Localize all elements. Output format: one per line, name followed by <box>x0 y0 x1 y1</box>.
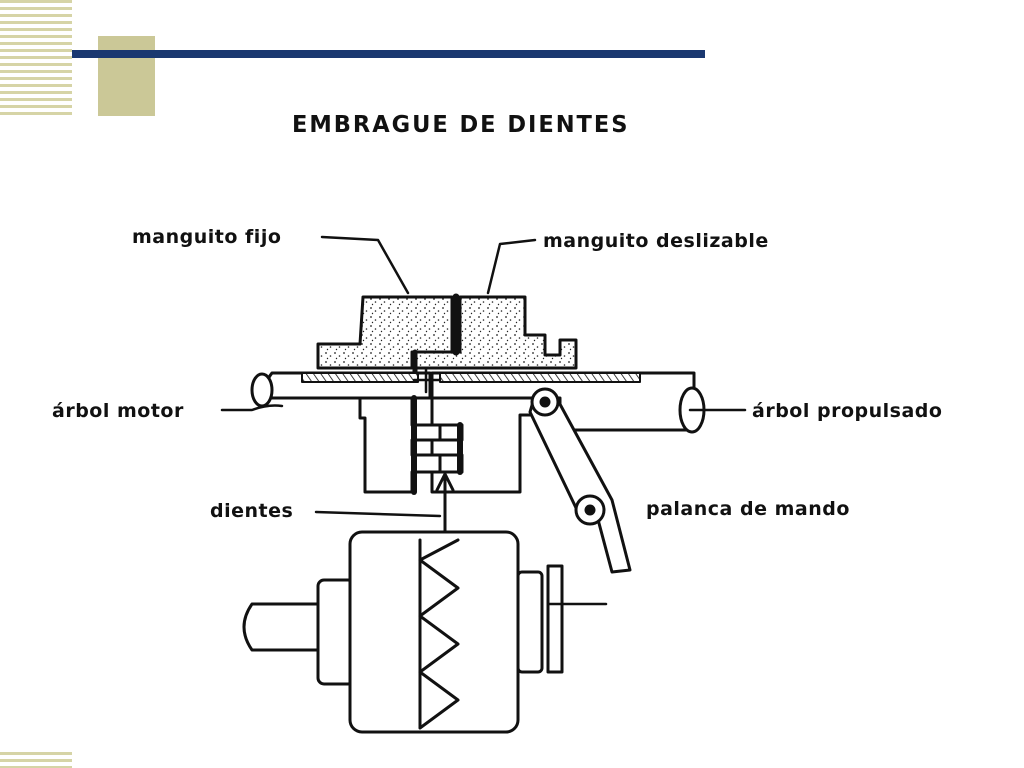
decorative-stripes-bottom <box>0 752 72 768</box>
bushing <box>301 372 419 383</box>
motor-clutch-half <box>320 396 442 494</box>
label-control-lever: palanca de mando <box>646 498 850 520</box>
accent-square <box>98 36 155 116</box>
label-driven-shaft: árbol propulsado <box>752 400 943 422</box>
drum-right-hub <box>516 570 544 674</box>
leader-teeth <box>314 510 442 518</box>
fixed-sleeve <box>316 295 454 370</box>
accent-bar <box>72 50 705 58</box>
leader-fixed-sleeve <box>320 235 410 295</box>
decorative-stripes-top <box>0 0 72 118</box>
driven-clutch-half <box>416 396 547 494</box>
label-sliding-sleeve: manguito deslizable <box>543 230 769 252</box>
label-motor-shaft: árbol motor <box>52 400 184 422</box>
control-lever <box>528 393 632 574</box>
label-teeth: dientes <box>210 500 294 522</box>
drum-teeth <box>418 538 460 730</box>
label-fixed-sleeve: manguito fijo <box>132 226 282 248</box>
clutch-drum <box>348 530 520 734</box>
drum-right-flange <box>546 564 564 674</box>
slide-title: EMBRAGUE DE DIENTES <box>292 112 630 138</box>
drum-left-shaft <box>242 602 320 652</box>
leader-sliding-sleeve <box>486 238 537 295</box>
leader-motor-shaft <box>220 404 284 412</box>
